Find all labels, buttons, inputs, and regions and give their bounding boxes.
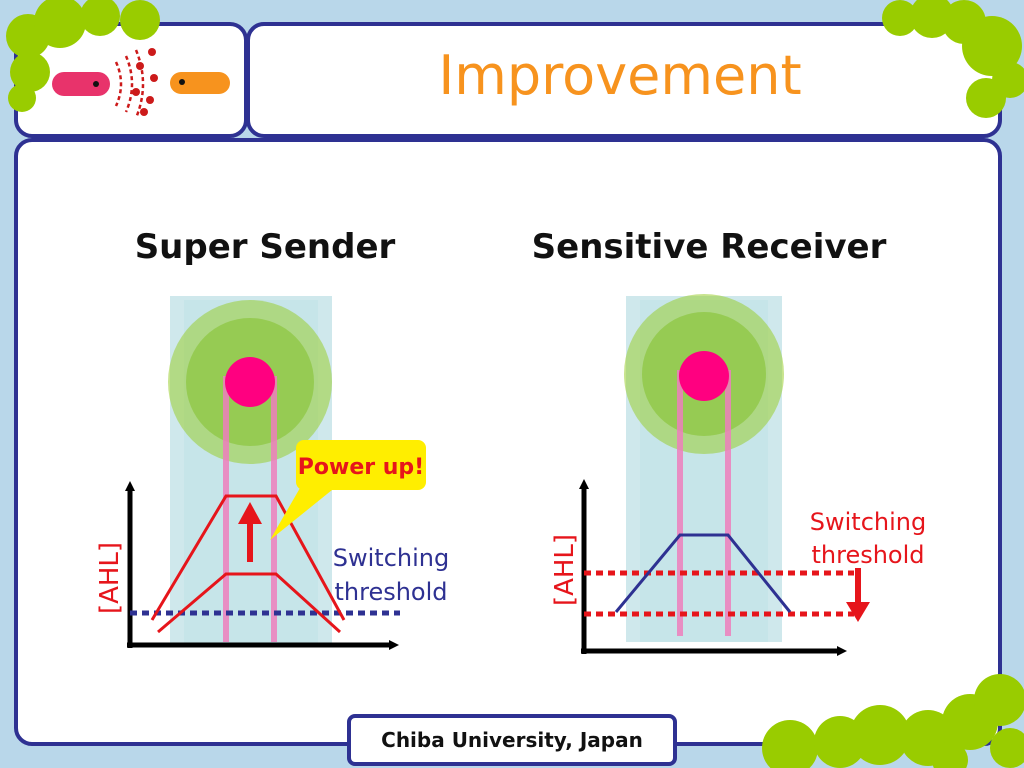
logo-receiver-cell xyxy=(170,72,230,94)
sender-heading: Super Sender xyxy=(135,227,396,267)
sender-cell xyxy=(225,357,275,407)
sender-diagram: Power up! Switching threshold [AHL] xyxy=(95,296,449,650)
decorative-blobs-top-left xyxy=(6,0,160,112)
power-up-label: Power up! xyxy=(298,455,424,480)
receiver-profile xyxy=(614,533,792,613)
decorative-blobs-bottom-right xyxy=(762,674,1024,768)
receiver-cell xyxy=(679,351,729,401)
sender-threshold-label-line2: threshold xyxy=(334,578,447,606)
receiver-threshold-label-line1: Switching xyxy=(810,508,926,536)
slide-title: Improvement xyxy=(438,44,802,107)
logo-signal-molecules xyxy=(132,48,158,116)
sender-threshold-label-line1: Switching xyxy=(333,544,449,572)
title-panel xyxy=(246,22,1002,138)
receiver-threshold-label-line2: threshold xyxy=(811,541,924,569)
receiver-diagram: Switching threshold [AHL] xyxy=(550,294,926,656)
footer-credit: Chiba University, Japan xyxy=(347,714,677,766)
sender-y-axis-label: [AHL] xyxy=(95,542,125,614)
receiver-y-axis-label: [AHL] xyxy=(550,534,580,606)
sender-profile-high xyxy=(150,494,346,621)
sender-profile-normal xyxy=(157,572,342,634)
power-up-callout: Power up! xyxy=(270,440,426,540)
logo-sender-cell xyxy=(52,72,110,96)
logo-icon xyxy=(52,48,230,119)
decorative-blobs-top-right xyxy=(882,0,1024,118)
receiver-heading: Sensitive Receiver xyxy=(532,227,887,267)
